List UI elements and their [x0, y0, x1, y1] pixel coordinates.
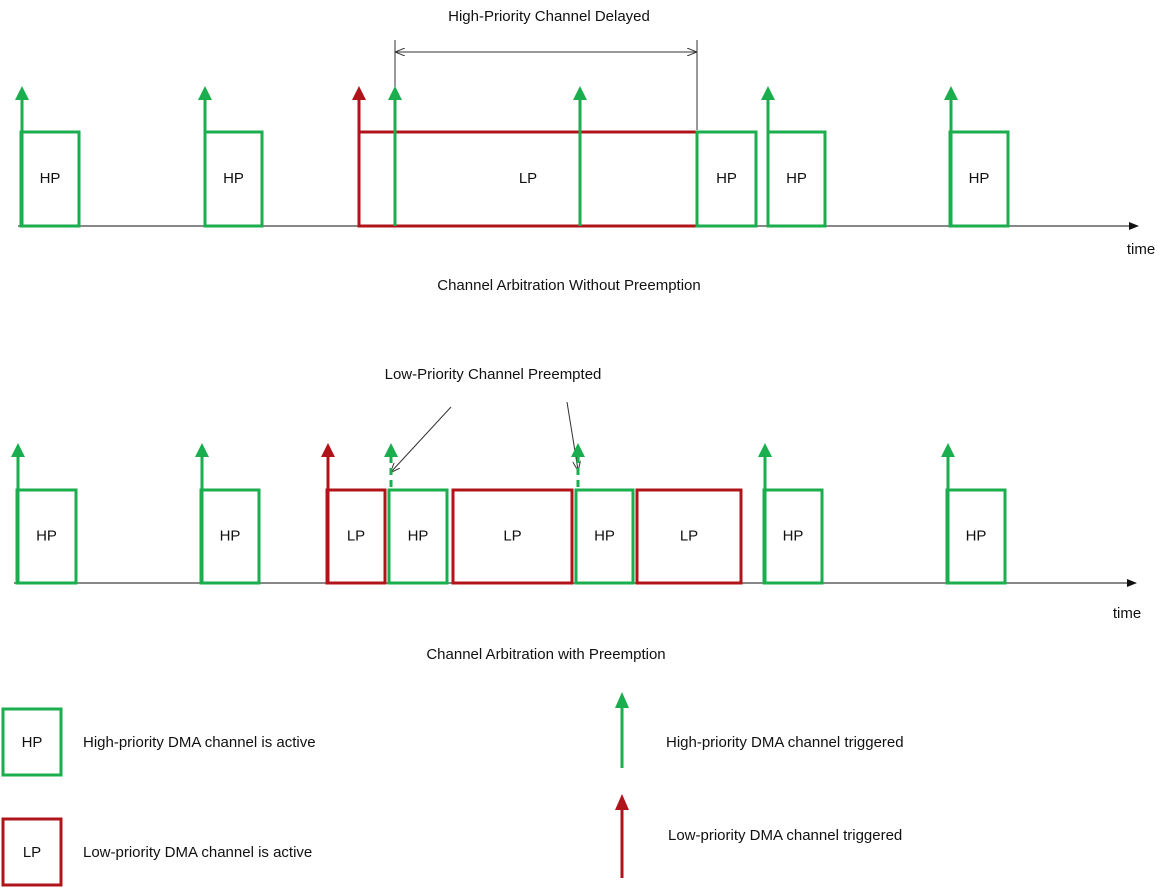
legend-lp-box-label: LP: [23, 844, 41, 861]
top-block-hp: HP: [948, 130, 1010, 228]
bottom-block-hp: HP: [945, 488, 1007, 585]
legend-hp-arrow-text: High-priority DMA channel triggered: [666, 734, 904, 751]
top-trigger-hp-arrow-icon: [15, 86, 29, 226]
bottom-block-label: HP: [220, 527, 241, 544]
bottom-block-hp: HP: [762, 488, 824, 585]
bottom-trigger-hp-arrow-icon: [384, 443, 398, 487]
legend-lp-box: LP: [1, 817, 63, 887]
top-caption: Channel Arbitration Without Preemption: [437, 277, 700, 294]
bottom-trigger-hp-arrow-icon: [195, 443, 209, 583]
bottom-block-label: HP: [783, 527, 804, 544]
bottom-block-label: LP: [347, 527, 365, 544]
bottom-trigger-hp-arrow-icon: [758, 443, 772, 583]
bottom-preempt-pointer-2: [566, 401, 578, 470]
legend-lp-rect: [1, 817, 63, 887]
top-trigger-hp-arrow-icon: [944, 86, 958, 226]
bottom-block-label: HP: [408, 527, 429, 544]
legend-hp-box: HP: [1, 707, 63, 777]
top-block-label: HP: [40, 170, 61, 187]
bottom-block-label: HP: [594, 527, 615, 544]
bottom-block-rect: [635, 488, 743, 585]
top-block-label: HP: [969, 170, 990, 187]
bottom-block-label: HP: [966, 527, 987, 544]
legend-hp-box-label: HP: [22, 734, 43, 751]
top-trigger-hp-arrow-icon: [198, 86, 212, 226]
legend-hp-arrow-icon: [615, 692, 629, 768]
bottom-block-rect: [574, 488, 635, 585]
top-trigger-hp-arrow-icon: [761, 86, 775, 226]
legend: HP High-priority DMA channel is active L…: [1, 692, 904, 887]
legend-hp-box-text: High-priority DMA channel is active: [83, 734, 316, 751]
bottom-block-hp: HP: [387, 488, 449, 585]
bottom-block-lp: LP: [635, 488, 743, 585]
bottom-block-label: LP: [680, 527, 698, 544]
bottom-block-hp: HP: [15, 488, 78, 585]
bottom-block-label: HP: [36, 527, 57, 544]
bottom-trigger-hp-arrow-icon: [11, 443, 25, 583]
bottom-caption: Channel Arbitration with Preemption: [426, 646, 665, 663]
bottom-block-rect: [387, 488, 449, 585]
top-block-rect: [695, 130, 758, 228]
top-block-label: LP: [519, 170, 537, 187]
bottom-block-lp: LP: [451, 488, 574, 585]
bottom-block-hp: HP: [574, 488, 635, 585]
top-block-hp: HP: [766, 130, 827, 228]
legend-lp-arrow-text: Low-priority DMA channel triggered: [668, 827, 902, 844]
bottom-trigger-lp-arrow-icon: [321, 443, 335, 583]
top-blocks: HP HP LP HP HP HP: [19, 130, 1010, 228]
bottom-annotation: Low-Priority Channel Preempted: [385, 366, 602, 383]
top-block-hp: HP: [203, 130, 264, 228]
top-block-label: HP: [786, 170, 807, 187]
legend-lp-box-text: Low-priority DMA channel is active: [83, 844, 312, 861]
top-block-label: HP: [716, 170, 737, 187]
legend-lp-arrow-icon: [615, 794, 629, 878]
bottom-blocks: HP HP LP HP LP HP LP HP HP: [15, 488, 1007, 585]
bottom-block-rect: [451, 488, 574, 585]
top-trigger-hp-arrow-icon: [573, 86, 587, 226]
top-time-label: time: [1127, 241, 1155, 258]
top-trigger-hp-arrow-icon: [388, 86, 402, 226]
bottom-trigger-hp-arrow-icon: [571, 443, 585, 487]
bottom-trigger-hp-arrow-icon: [941, 443, 955, 583]
bottom-block-label: LP: [503, 527, 521, 544]
bottom-block-lp: LP: [325, 488, 387, 585]
top-block-lp: LP: [357, 130, 699, 228]
top-timeline: time High-Priority Channel Delayed HP HP L…: [15, 8, 1155, 294]
top-block-label: HP: [223, 170, 244, 187]
top-annotation: High-Priority Channel Delayed: [448, 8, 650, 25]
top-triggers: [15, 86, 958, 226]
bottom-preempt-pointer-1: [391, 406, 452, 472]
top-block-hp: HP: [19, 130, 81, 228]
top-block-hp: HP: [695, 130, 758, 228]
bottom-block-hp: HP: [199, 488, 261, 585]
legend-hp-rect: [1, 707, 63, 777]
bottom-triggers: [11, 443, 955, 583]
bottom-time-label: time: [1113, 605, 1141, 622]
top-trigger-lp-arrow-icon: [352, 86, 366, 226]
